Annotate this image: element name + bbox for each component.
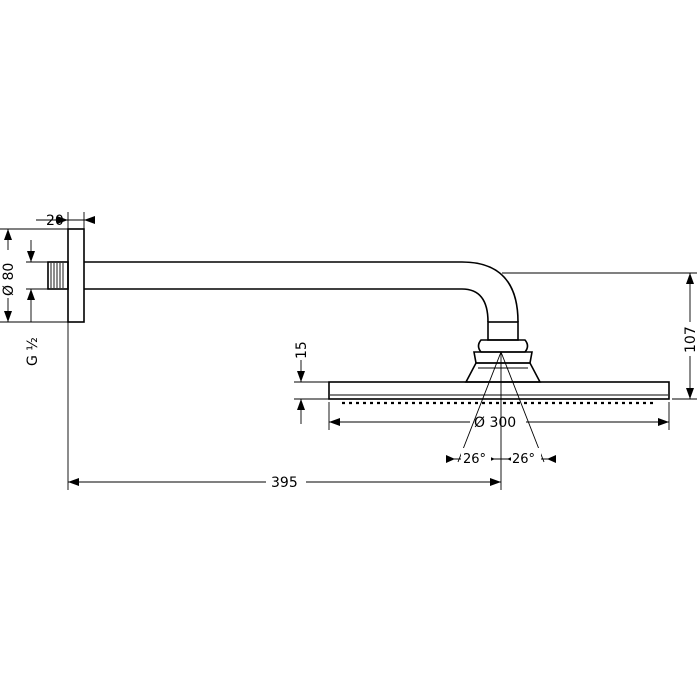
dimension-label-flange-depth: 20 bbox=[46, 213, 64, 229]
dimension-flange-diameter: Ø 80 bbox=[0, 228, 68, 323]
dimension-label-projection: 395 bbox=[271, 475, 298, 491]
dimension-label-head-diameter: Ø 300 bbox=[474, 415, 516, 431]
dimension-flange-depth: 20 bbox=[36, 212, 95, 229]
ball-joint bbox=[464, 321, 542, 383]
wall-flange bbox=[67, 228, 85, 323]
dimension-label-height: 107 bbox=[683, 326, 699, 353]
shower-arm bbox=[84, 261, 519, 323]
dimension-label-thread: G ½ bbox=[25, 337, 41, 366]
dimension-projection: 395 bbox=[67, 322, 501, 491]
dimension-head-thickness: 15 bbox=[294, 341, 329, 424]
dimension-head-diameter: Ø 300 bbox=[328, 402, 670, 431]
dimension-label-tilt-right: 26° bbox=[512, 452, 535, 467]
spray-angle: 26° 26° bbox=[446, 351, 556, 490]
dimension-thread: G ½ bbox=[25, 240, 48, 366]
dimension-label-tilt-left: 26° bbox=[463, 452, 486, 467]
thread-connector bbox=[47, 261, 69, 290]
shower-head bbox=[328, 381, 670, 405]
dimension-label-flange-diameter: Ø 80 bbox=[1, 263, 17, 296]
dimension-label-head-thickness: 15 bbox=[294, 341, 310, 359]
dimension-height: 107 bbox=[502, 272, 699, 400]
